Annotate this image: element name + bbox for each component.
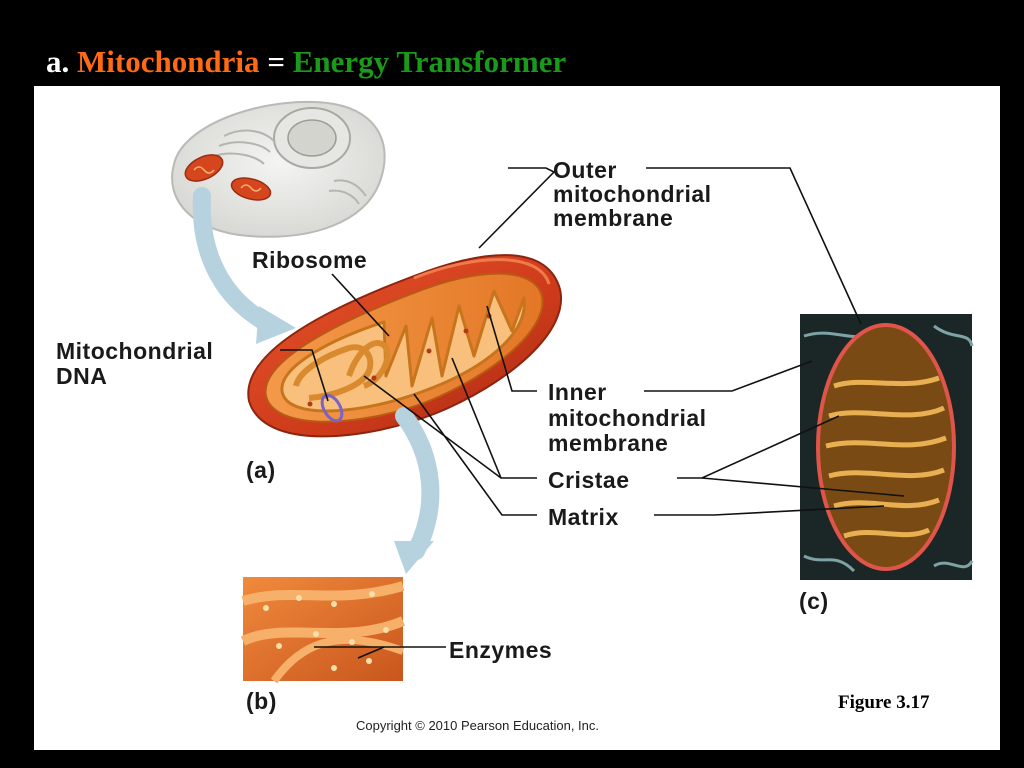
micrograph-panel <box>800 314 974 580</box>
label-outer-membrane-line3: membrane <box>553 205 674 231</box>
label-enzymes: Enzymes <box>449 637 553 663</box>
zoom-arrowhead-b <box>394 541 434 574</box>
title-equals: = <box>267 44 285 79</box>
label-matrix: Matrix <box>548 504 619 530</box>
title-role: Energy Transformer <box>292 44 567 79</box>
mitochondrion-cutaway <box>247 254 562 438</box>
title-prefix: a. <box>46 44 70 79</box>
zoom-arrowhead-a <box>256 306 296 344</box>
zoom-arrow-a <box>192 187 281 335</box>
label-outer-membrane-line1: Outer <box>553 157 617 183</box>
leader-lines <box>280 167 905 659</box>
panel-label-c: (c) <box>799 588 829 614</box>
zoom-arrow-b <box>395 407 440 560</box>
label-inner-membrane-line1: Inner <box>548 379 607 405</box>
label-outer-membrane-line2: mitochondrial <box>553 181 712 207</box>
mitochondria-illustration <box>171 100 974 684</box>
figure-panel: Outer mitochondrial membrane Ribosome Mi… <box>34 86 1000 750</box>
label-ribosome: Ribosome <box>252 247 368 273</box>
label-inner-membrane-line3: membrane <box>548 430 669 456</box>
label-mito-dna-line1: Mitochondrial <box>56 338 214 364</box>
panel-label-b: (b) <box>246 688 277 714</box>
cell-thumbnail <box>171 100 386 238</box>
enzymes-closeup <box>240 577 405 684</box>
slide-title: a. Mitochondria = Energy Transformer <box>46 42 566 82</box>
copyright-notice: Copyright © 2010 Pearson Education, Inc. <box>356 718 600 733</box>
figure-number: Figure 3.17 <box>838 692 930 713</box>
label-cristae: Cristae <box>548 467 630 493</box>
label-inner-membrane-line2: mitochondrial <box>548 405 707 431</box>
title-subject: Mitochondria <box>77 44 260 79</box>
label-mito-dna-line2: DNA <box>56 363 108 389</box>
panel-label-a: (a) <box>246 457 276 483</box>
